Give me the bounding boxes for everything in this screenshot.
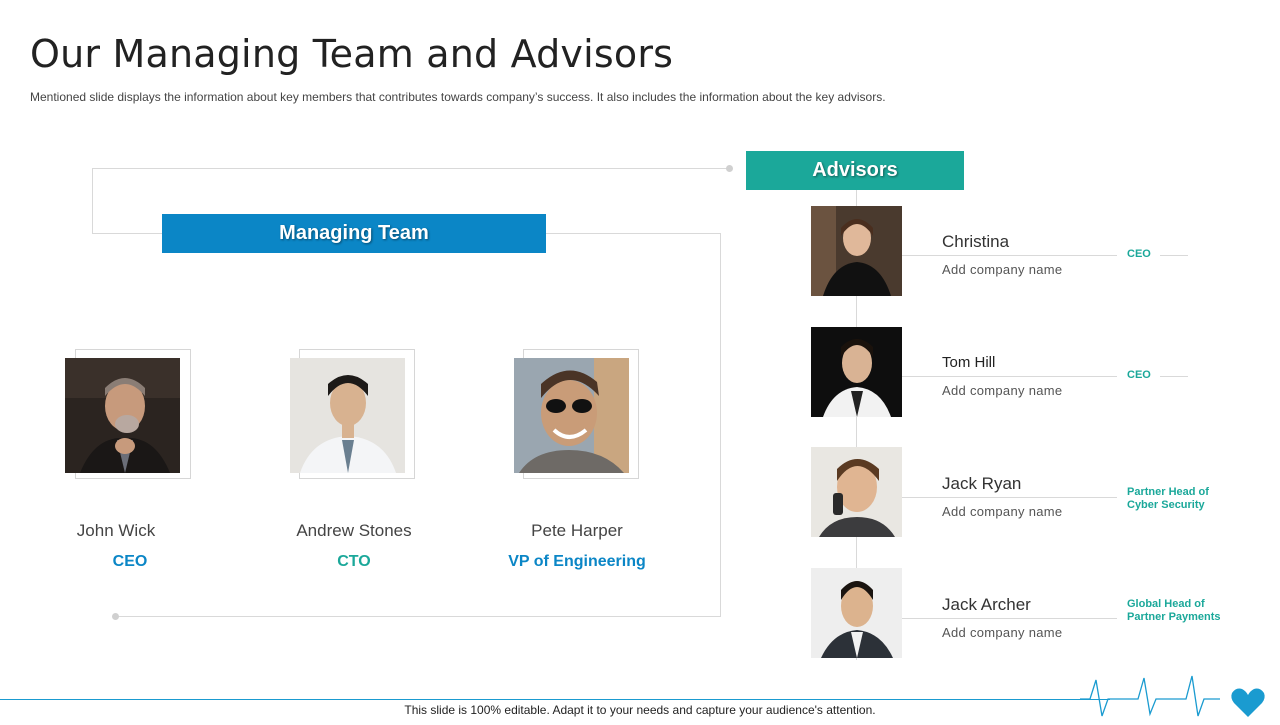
advisor-line [902,255,1117,256]
page-subtitle: Mentioned slide displays the information… [30,90,886,104]
advisors-banner: Advisors [746,151,964,190]
advisor-name: Tom Hill [942,354,996,371]
member-photo-andrew-stones [290,358,405,473]
connector-right-top [546,233,721,234]
footer-text: This slide is 100% editable. Adapt it to… [404,703,876,717]
member-photo-john-wick [65,358,180,473]
advisor-role: CEO [1127,369,1151,381]
heartbeat-icon [1080,672,1280,725]
advisor-company: Add company name [942,383,1063,398]
member-name: John Wick [76,521,156,540]
advisor-photo-jack-archer [811,568,902,658]
member-role: CEO [112,553,148,570]
advisor-name: Jack Archer [942,595,1031,614]
advisor-company: Add company name [942,504,1063,519]
member-role: VP of Engineering [508,553,646,570]
advisor-company: Add company name [942,262,1063,277]
member-name: Pete Harper [531,521,623,540]
advisor-line-end [1160,376,1188,377]
advisor-photo-jack-ryan [811,447,902,537]
connector-bottom [116,616,721,617]
advisor-name: Christina [942,232,1010,251]
advisor-role: Partner Head of Cyber Security [1127,486,1209,511]
connector-right [720,233,721,616]
advisor-line [902,497,1117,498]
member-role: CTO [337,553,371,570]
advisor-role: CEO [1127,248,1151,260]
page-title: Our Managing Team and Advisors [30,32,674,76]
heart-icon [1231,688,1265,717]
advisor-role: Global Head of Partner Payments [1127,598,1221,623]
advisor-photo-tom-hill [811,327,902,417]
advisor-line-end [1160,255,1188,256]
connector-left-bottom [92,233,162,234]
member-photo-pete-harper [514,358,629,473]
footer-line [0,699,1110,700]
advisor-photo-christina [811,206,902,296]
managing-team-banner: Managing Team [162,214,546,253]
advisor-name: Jack Ryan [942,474,1022,493]
member-name: Andrew Stones [296,521,412,540]
advisor-company: Add company name [942,625,1063,640]
advisor-line [902,376,1117,377]
connector-dot-bottom [112,613,119,620]
advisor-line [902,618,1117,619]
connector-dot-top [726,165,733,172]
connector-left [92,168,93,234]
advisor-spine [856,190,857,660]
connector-top [92,168,729,169]
